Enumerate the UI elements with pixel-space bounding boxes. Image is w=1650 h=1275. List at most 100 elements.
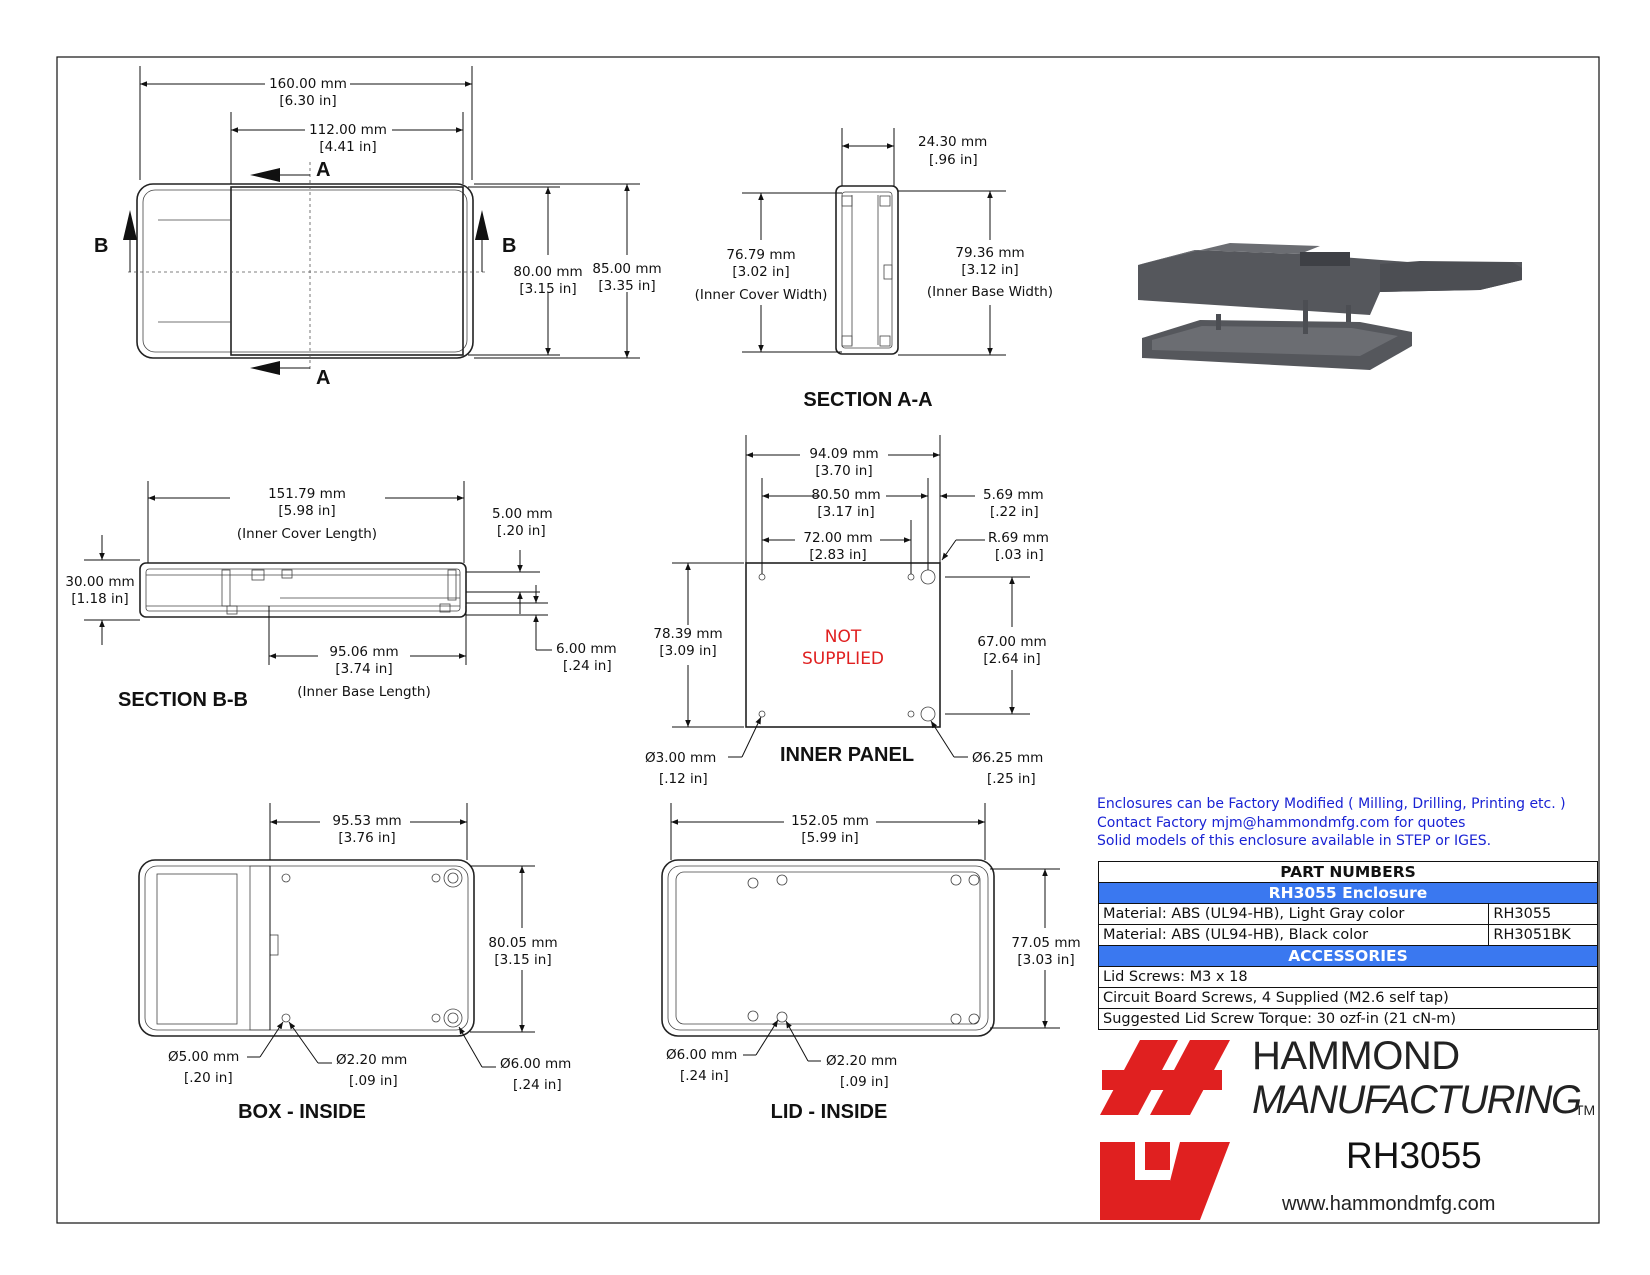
dim-overall-length: 160.00 mm: [269, 76, 347, 92]
box-inside-title: BOX - INSIDE: [238, 1101, 366, 1123]
dim-hole-span: 80.50 mm: [811, 487, 880, 503]
sheet-border: [56, 56, 1600, 1224]
dim-panel-width-in: [3.70 in]: [815, 463, 872, 479]
dim-box-boss-a-in: [.20 in]: [184, 1070, 233, 1086]
dim-lid-height: 77.05 mm: [1011, 935, 1080, 951]
accessory-item: Circuit Board Screws, 4 Supplied (M2.6 s…: [1098, 987, 1598, 1009]
dim-lid-boss-b-in: [.09 in]: [840, 1074, 889, 1090]
dim-lid-width-in: [5.99 in]: [801, 830, 858, 846]
dim-inner-cover-length: 151.79 mm: [268, 486, 346, 502]
section-marker-b-right: B: [502, 235, 516, 257]
dim-bottom-gap: 6.00 mm: [556, 641, 617, 657]
dim-inner-base-width-in: [3.12 in]: [961, 262, 1018, 278]
brand-name-line1: HAMMOND: [1252, 1034, 1460, 1078]
dim-big-hole: Ø6.25 mm: [972, 750, 1043, 766]
note-factory-modified: Enclosures can be Factory Modified ( Mil…: [1097, 796, 1566, 812]
dim-lid-boss-a: Ø6.00 mm: [666, 1047, 737, 1063]
dim-lid-boss-a-in: [.24 in]: [680, 1068, 729, 1084]
dim-inner-base-length: 95.06 mm: [329, 644, 398, 660]
dim-height-80-in: [3.15 in]: [519, 281, 576, 297]
dim-inner-length: 112.00 mm: [309, 122, 387, 138]
dim-overall-length-in: [6.30 in]: [279, 93, 336, 109]
label-inner-base-width: (Inner Base Width): [927, 284, 1053, 300]
dim-height-85: 85.00 mm: [592, 261, 661, 277]
material-desc: Material: ABS (UL94-HB), Light Gray colo…: [1097, 903, 1490, 925]
box-inside: 95.53 mm [3.76 in] 80.05 mm [3.15 in] Ø5…: [138, 803, 571, 1123]
dim-box-width: 95.53 mm: [332, 813, 401, 829]
dim-inner-cover-width-in: [3.02 in]: [732, 264, 789, 280]
accessory-item: Suggested Lid Screw Torque: 30 ozf-in (2…: [1098, 1008, 1598, 1030]
inner-panel-title: INNER PANEL: [780, 744, 914, 766]
section-aa: 24.30 mm [.96 in] 76.79 mm [3.02 in] (In…: [695, 128, 1053, 411]
top-view: A A B B 160.00 mm [6.30 in] 112.00 mm [4…: [94, 66, 662, 389]
part-numbers-table: PART NUMBERS RH3055 Enclosure Material: …: [1097, 861, 1598, 1030]
label-inner-cover-width: (Inner Cover Width): [695, 287, 828, 303]
section-aa-title: SECTION A-A: [803, 389, 932, 411]
section-marker-a-bottom: A: [316, 367, 330, 389]
part-number: RH3051BK: [1488, 924, 1598, 946]
dim-lid-width: 152.05 mm: [791, 813, 869, 829]
enclosure-band: RH3055 Enclosure: [1098, 882, 1598, 904]
dim-corner-radius: R.69 mm: [988, 530, 1049, 546]
dim-inner-cover-width: 76.79 mm: [726, 247, 795, 263]
table-header: PART NUMBERS: [1098, 861, 1598, 883]
hammond-logo: [1100, 1040, 1230, 1220]
dim-box-boss-c: Ø6.00 mm: [500, 1056, 571, 1072]
trademark-mark: TM: [1575, 1102, 1596, 1118]
dim-hole-inner-in: [2.83 in]: [809, 547, 866, 563]
label-inner-base-length: (Inner Base Length): [297, 684, 431, 700]
dim-edge-offset: 5.69 mm: [983, 487, 1044, 503]
dim-corner-radius-in: [.03 in]: [995, 547, 1044, 563]
section-marker-a-top: A: [316, 159, 330, 181]
section-bb-title: SECTION B-B: [118, 689, 248, 711]
dim-edge-offset-in: [.22 in]: [990, 504, 1039, 520]
dim-panel-height: 78.39 mm: [653, 626, 722, 642]
dim-hole-height-in: [2.64 in]: [983, 651, 1040, 667]
dim-box-width-in: [3.76 in]: [338, 830, 395, 846]
table-row: Material: ABS (UL94-HB), Black color RH3…: [1097, 924, 1598, 946]
dim-inner-length-in: [4.41 in]: [319, 139, 376, 155]
dim-box-boss-b-in: [.09 in]: [349, 1073, 398, 1089]
dim-box-height-in: [3.15 in]: [494, 952, 551, 968]
dim-inner-base-length-in: [3.74 in]: [335, 661, 392, 677]
dim-top-gap: 5.00 mm: [492, 506, 553, 522]
dim-box-boss-a: Ø5.00 mm: [168, 1049, 239, 1065]
table-row: Material: ABS (UL94-HB), Light Gray colo…: [1097, 903, 1598, 925]
note-contact-factory: Contact Factory mjm@hammondmfg.com for q…: [1097, 815, 1465, 831]
dim-big-hole-in: [.25 in]: [987, 771, 1036, 787]
dim-top-gap-in: [.20 in]: [497, 523, 546, 539]
dim-hole-inner: 72.00 mm: [803, 530, 872, 546]
dim-inner-base-width: 79.36 mm: [955, 245, 1024, 261]
dim-box-boss-b: Ø2.20 mm: [336, 1052, 407, 1068]
isometric-enclosure-render: [1138, 243, 1522, 370]
dim-height-85-in: [3.35 in]: [598, 278, 655, 294]
section-bb: 151.79 mm [5.98 in] (Inner Cover Length)…: [65, 481, 617, 711]
dim-box-boss-c-in: [.24 in]: [513, 1077, 562, 1093]
dim-thickness-in: [.96 in]: [929, 152, 978, 168]
dim-height-80: 80.00 mm: [513, 264, 582, 280]
dim-bb-height-in: [1.18 in]: [71, 591, 128, 607]
dim-small-hole-in: [.12 in]: [659, 771, 708, 787]
dim-box-height: 80.05 mm: [488, 935, 557, 951]
accessories-band: ACCESSORIES: [1098, 945, 1598, 967]
lid-inside-title: LID - INSIDE: [771, 1101, 888, 1123]
not-supplied-line1: NOT: [825, 627, 862, 647]
dim-panel-width: 94.09 mm: [809, 446, 878, 462]
inner-panel: NOT SUPPLIED 94.09 mm [3.70 in] 80.50 mm…: [645, 435, 1049, 787]
dim-hole-height: 67.00 mm: [977, 634, 1046, 650]
note-solid-models: Solid models of this enclosure available…: [1097, 833, 1491, 849]
dim-hole-span-in: [3.17 in]: [817, 504, 874, 520]
dim-lid-height-in: [3.03 in]: [1017, 952, 1074, 968]
dim-bottom-gap-in: [.24 in]: [563, 658, 612, 674]
dim-panel-height-in: [3.09 in]: [659, 643, 716, 659]
dim-thickness: 24.30 mm: [918, 134, 987, 150]
accessory-item: Lid Screws: M3 x 18: [1098, 966, 1598, 988]
dim-small-hole: Ø3.00 mm: [645, 750, 716, 766]
dim-bb-height: 30.00 mm: [65, 574, 134, 590]
material-desc: Material: ABS (UL94-HB), Black color: [1097, 924, 1490, 946]
brand-name-line2: MANUFACTURING: [1252, 1078, 1582, 1122]
label-inner-cover-length: (Inner Cover Length): [237, 526, 377, 542]
website-link[interactable]: www.hammondmfg.com: [1282, 1193, 1496, 1215]
part-number: RH3055: [1488, 903, 1598, 925]
